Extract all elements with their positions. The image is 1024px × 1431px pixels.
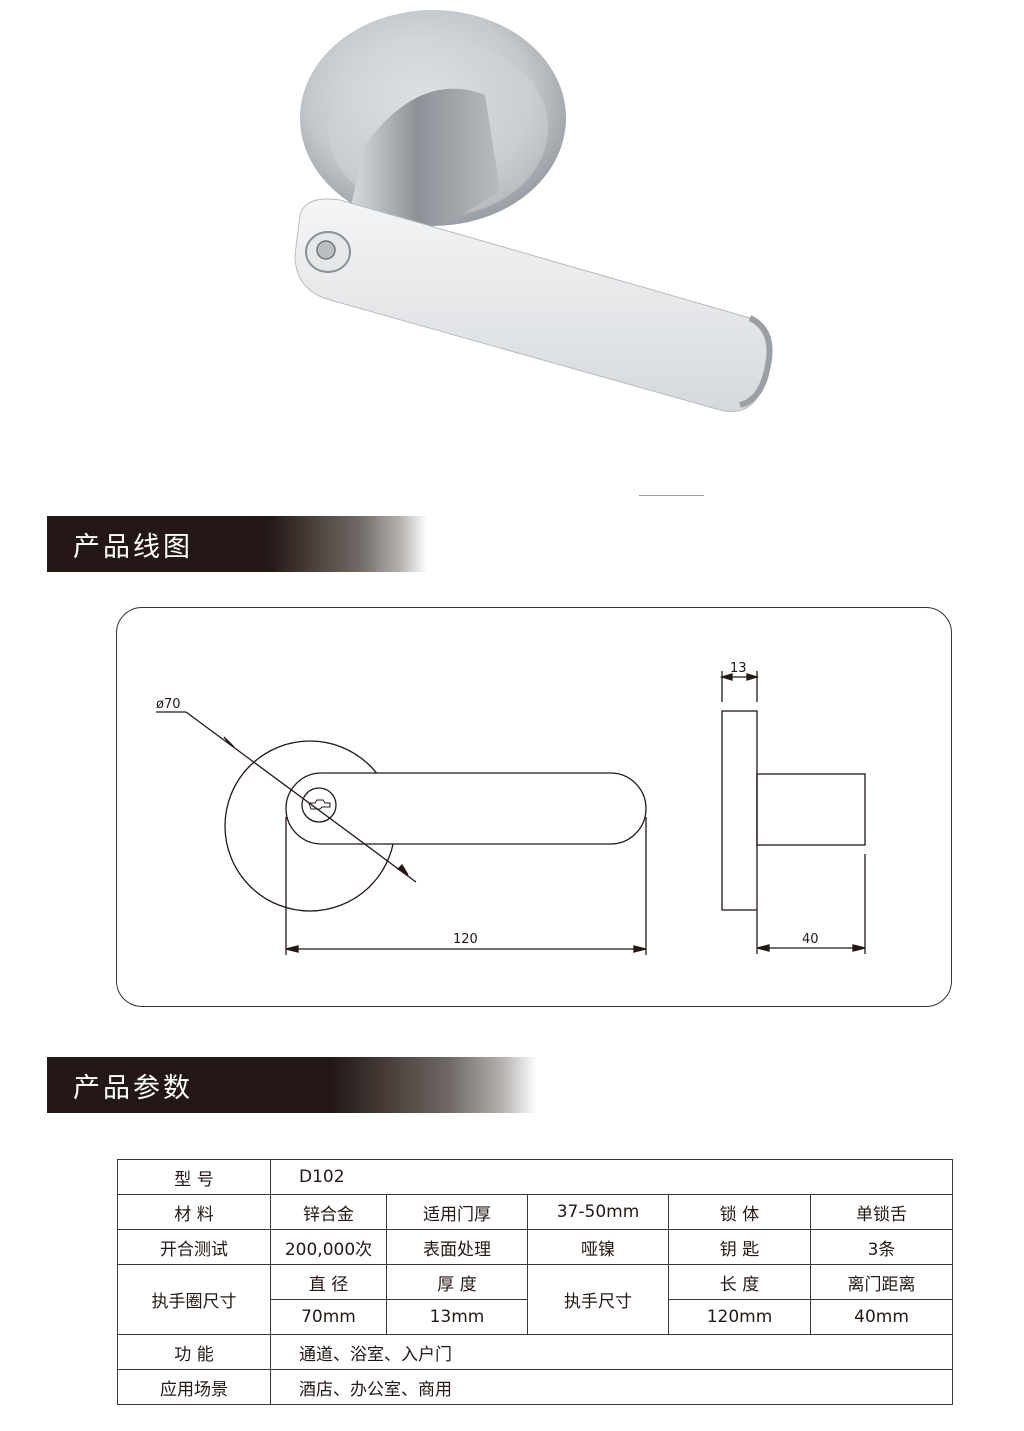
spec-value: 70mm [270,1299,387,1335]
spec-value: 200,000次 [270,1229,387,1265]
spec-label: 材 料 [117,1194,271,1230]
spec-label: 表面处理 [386,1229,528,1265]
section-title: 产品线图 [73,531,193,563]
front-view [156,711,647,955]
spec-value: 哑镍 [527,1229,669,1265]
spec-label: 执手圈尺寸 [117,1264,271,1335]
table-row: 功 能 通道、浴室、入户门 [117,1334,954,1370]
divider-line [639,495,704,496]
spec-table: 型 号 D102 材 料 锌合金 适用门厚 37-50mm 锁 体 单锁舌 开合… [117,1159,954,1405]
spec-label: 适用门厚 [386,1194,528,1230]
spec-sublabel: 直 径 [270,1264,387,1300]
table-row: 材 料 锌合金 适用门厚 37-50mm 锁 体 单锁舌 [117,1194,954,1230]
diameter-label: ø70 [156,697,181,712]
spec-value: 40mm [809,1299,954,1335]
spec-value: 酒店、办公室、商用 [269,1369,954,1405]
rose-thickness-label: 13 [730,661,747,676]
table-row: 应用场景 酒店、办公室、商用 [117,1369,954,1405]
spec-label: 功 能 [117,1334,271,1370]
spec-label: 执手尺寸 [527,1264,669,1335]
section-header-line-drawing: 产品线图 [47,516,427,572]
spec-sublabel: 长 度 [668,1264,811,1300]
spec-value: 单锁舌 [809,1194,954,1230]
length-label: 120 [453,932,478,947]
door-lever-handle-photo [294,10,773,412]
table-row: 70mm 13mm 120mm 40mm [118,1299,954,1335]
spec-value: 3条 [809,1229,954,1265]
spec-sublabel: 厚 度 [386,1264,528,1300]
table-row: 开合测试 200,000次 表面处理 哑镍 钥 匙 3条 [117,1229,954,1265]
spec-value: 通道、浴室、入户门 [269,1334,954,1370]
spec-value: D102 [269,1159,954,1195]
technical-drawing: ø70 120 13 40 [156,661,866,955]
technical-drawing-frame [116,607,952,1007]
section-header-parameters: 产品参数 [47,1057,537,1113]
spec-sublabel: 离门距离 [809,1264,954,1300]
spec-label: 型 号 [117,1159,271,1195]
section-title: 产品参数 [73,1072,193,1104]
spec-value: 锌合金 [270,1194,387,1230]
spec-label: 锁 体 [668,1194,811,1230]
spec-label: 开合测试 [117,1229,271,1265]
spec-value: 13mm [386,1299,528,1335]
spec-label: 钥 匙 [668,1229,811,1265]
table-row: 执手圈尺寸 直 径 厚 度 执手尺寸 长 度 离门距离 [117,1264,954,1335]
spec-label: 应用场景 [117,1369,271,1405]
table-row: 型 号 D102 [117,1159,954,1195]
spec-value: 37-50mm [527,1194,669,1230]
projection-label: 40 [802,932,819,947]
spec-value: 120mm [668,1299,811,1335]
side-view [719,671,866,954]
